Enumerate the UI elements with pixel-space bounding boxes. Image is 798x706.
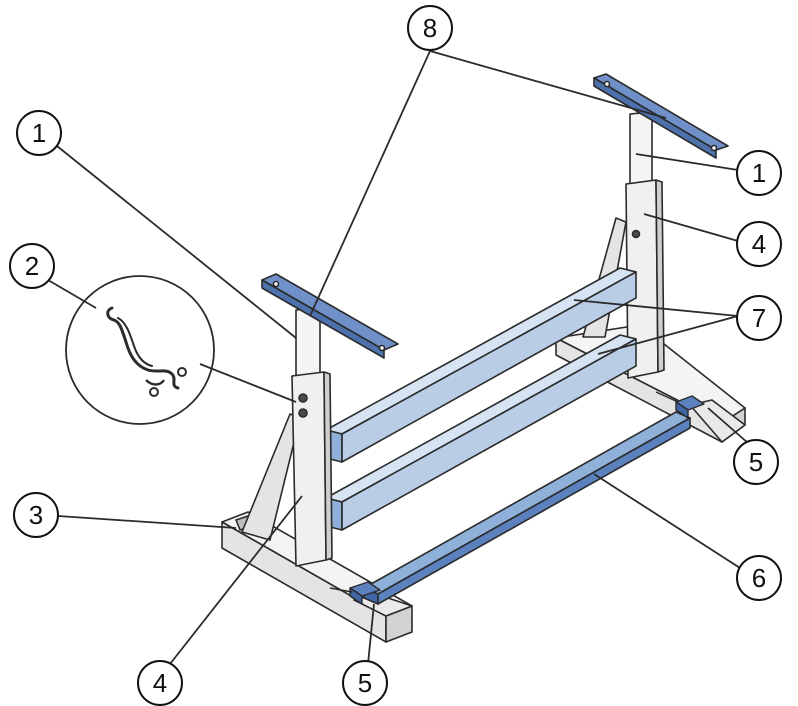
callout-label: 4	[153, 668, 167, 698]
rear-leg	[582, 111, 665, 379]
callout-3: 3	[13, 492, 59, 538]
callout-circle	[13, 492, 59, 538]
bottom-tie-bar	[363, 411, 691, 605]
callout-5-bottom: 5	[342, 660, 388, 706]
callout-circle	[736, 150, 782, 196]
callout-4-bottom: 4	[137, 660, 183, 706]
tie-bar-fittings	[329, 391, 705, 605]
callout-label: 6	[752, 563, 766, 593]
callout-circle	[736, 221, 782, 267]
callout-circle	[16, 110, 62, 156]
detail-inset-hook	[65, 275, 215, 425]
callout-5-right: 5	[733, 439, 779, 485]
callout-2: 2	[9, 243, 55, 289]
callout-label: 8	[423, 13, 437, 43]
callout-label: 2	[25, 251, 39, 281]
front-leg	[241, 307, 333, 567]
callout-circle	[9, 243, 55, 289]
callout-circle	[736, 555, 782, 601]
callout-circle	[407, 5, 453, 51]
callout-1-left: 1	[16, 110, 62, 156]
callout-circle	[736, 295, 782, 341]
callout-label: 5	[749, 447, 763, 477]
callout-label: 7	[752, 303, 766, 333]
callout-circle	[733, 439, 779, 485]
rear-top-bracket	[593, 73, 729, 159]
callout-circle	[137, 660, 183, 706]
callout-label: 1	[752, 158, 766, 188]
callout-1-right: 1	[736, 150, 782, 196]
callout-label: 5	[358, 668, 372, 698]
callout-6: 6	[736, 555, 782, 601]
callout-label: 4	[752, 229, 766, 259]
callout-label: 3	[29, 500, 43, 530]
callout-8: 8	[407, 5, 453, 51]
callout-label: 1	[32, 118, 46, 148]
callout-4-right: 4	[736, 221, 782, 267]
callout-circle	[342, 660, 388, 706]
front-top-bracket	[261, 273, 399, 359]
callout-7: 7	[736, 295, 782, 341]
